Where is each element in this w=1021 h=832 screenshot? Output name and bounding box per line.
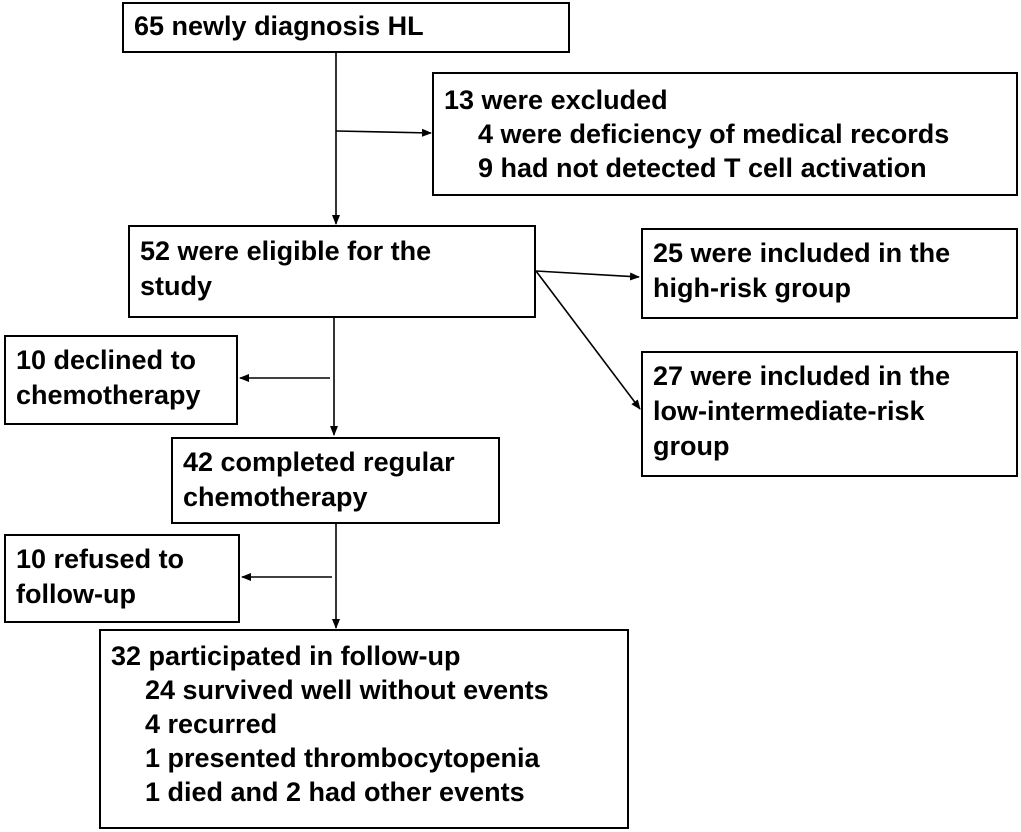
box-excluded-title: 13 were excluded — [444, 85, 668, 115]
box-low-risk-line: low-intermediate-risk — [653, 396, 925, 426]
box-follow-up-item: 1 presented thrombocytopenia — [145, 743, 540, 773]
box-completed-line: chemotherapy — [183, 482, 368, 512]
box-refused-line: 10 refused to — [16, 544, 185, 574]
box-high-risk-line: 25 were included in the — [653, 238, 951, 268]
box-completed-line: 42 completed regular — [183, 447, 455, 477]
box-excluded-item: 4 were deficiency of medical records — [478, 119, 950, 149]
box-eligible-line: 52 were eligible for the — [140, 236, 432, 266]
box-follow-up: 32 participated in follow-up 24 survived… — [99, 629, 629, 829]
arrow-eligible-to-low-risk — [535, 270, 641, 410]
box-low-risk-line: group — [653, 431, 730, 461]
box-completed-chemotherapy: 42 completed regular chemotherapy — [171, 437, 500, 524]
box-refused-follow-up: 10 refused to follow-up — [4, 534, 240, 623]
box-high-risk: 25 were included in the high-risk group — [641, 228, 1018, 319]
box-eligible: 52 were eligible for the study — [128, 225, 536, 318]
box-eligible-line: study — [140, 271, 213, 301]
box-follow-up-item: 24 survived well without events — [145, 675, 549, 705]
box-high-risk-line: high-risk group — [653, 273, 851, 303]
box-newly-diagnosed-text: 65 newly diagnosis HL — [134, 11, 424, 41]
arrow-to-excluded — [335, 128, 432, 137]
box-follow-up-item: 1 died and 2 had other events — [145, 777, 525, 807]
box-excluded-item: 9 had not detected T cell activation — [478, 153, 927, 183]
box-declined-line: chemotherapy — [16, 380, 201, 410]
box-follow-up-title: 32 participated in follow-up — [111, 641, 461, 671]
box-declined-line: 10 declined to — [16, 345, 197, 375]
arrow-eligible-to-high-risk — [535, 270, 640, 281]
box-excluded: 13 were excluded 4 were deficiency of me… — [432, 72, 1018, 196]
box-newly-diagnosed: 65 newly diagnosis HL — [122, 2, 570, 53]
box-follow-up-item: 4 recurred — [145, 709, 278, 739]
box-declined-chemotherapy: 10 declined to chemotherapy — [4, 335, 238, 425]
box-low-intermediate-risk: 27 were included in the low-intermediate… — [641, 351, 1018, 477]
box-refused-line: follow-up — [16, 579, 136, 609]
box-low-risk-line: 27 were included in the — [653, 361, 951, 391]
